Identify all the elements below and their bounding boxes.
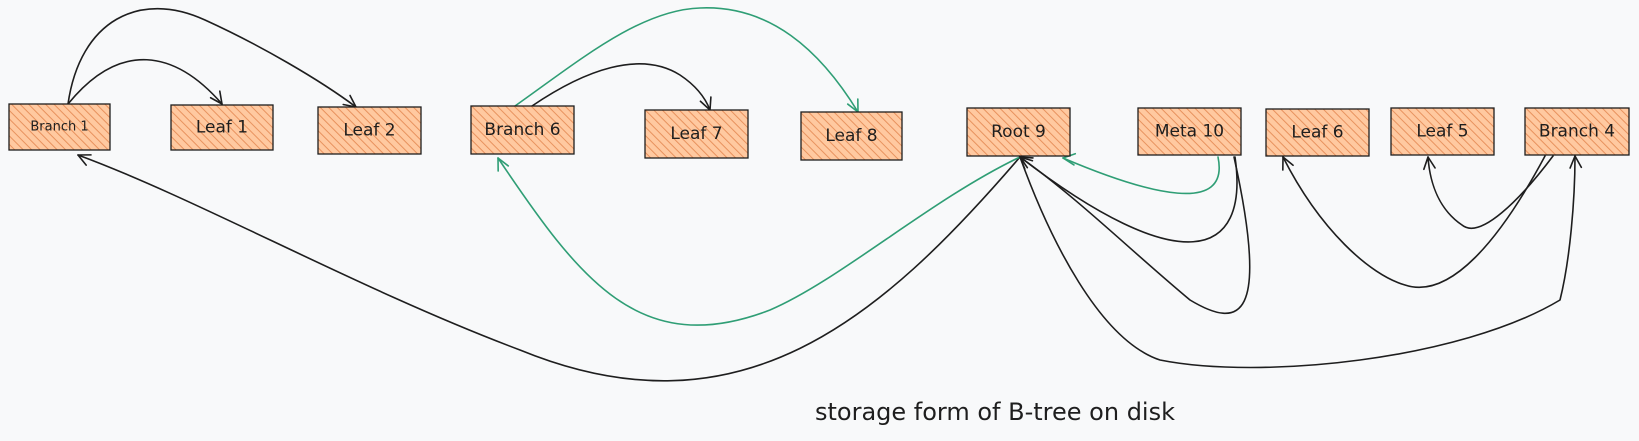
- edge-line: [1282, 155, 1546, 288]
- edge-root-9-to-branch-1: [77, 154, 1021, 382]
- edge-line: [1019, 155, 1576, 369]
- node-label: Leaf 5: [1416, 122, 1468, 142]
- edge-branch-4-to-leaf-6: [1282, 155, 1546, 288]
- node-label: Leaf 1: [196, 118, 248, 138]
- edge-branch-6-to-leaf-7: [531, 63, 712, 111]
- edge-line: [1019, 156, 1238, 243]
- arrowhead: [1019, 156, 1034, 170]
- edge-branch-4-to-leaf-5: [1423, 155, 1554, 229]
- arrowhead: [209, 90, 223, 105]
- node-box: [8, 103, 111, 151]
- node-leaf-8: Leaf 8: [800, 111, 903, 161]
- node-meta-10: Meta 10: [1137, 107, 1242, 156]
- edges-layer: [67, 7, 1583, 382]
- edge-line: [67, 7, 357, 108]
- edge-line: [531, 63, 711, 111]
- edge-meta-10-to-root-9: [1019, 156, 1251, 315]
- edge-root-9-to-branch-6: [497, 156, 1021, 326]
- node-box: [644, 109, 749, 159]
- edge-line: [67, 58, 223, 105]
- arrowhead: [1282, 156, 1294, 171]
- node-leaf-5: Leaf 5: [1390, 107, 1495, 156]
- arrowhead: [497, 157, 510, 172]
- node-label: Branch 6: [484, 120, 560, 140]
- node-leaf-6: Leaf 6: [1265, 108, 1370, 157]
- edge-line: [1019, 156, 1251, 315]
- edge-line: [1062, 156, 1220, 195]
- arrowhead: [846, 98, 859, 113]
- node-branch-1: Branch 1: [8, 103, 111, 151]
- node-root-9: Root 9: [966, 107, 1071, 157]
- node-box: [800, 111, 903, 161]
- node-label: Root 9: [991, 122, 1046, 142]
- arrowhead: [1062, 152, 1077, 166]
- node-box: [317, 106, 422, 155]
- node-label: Leaf 2: [343, 121, 395, 141]
- node-leaf-7: Leaf 7: [644, 109, 749, 159]
- node-label: Meta 10: [1155, 122, 1224, 142]
- node-box: [1390, 107, 1495, 156]
- node-label: Branch 4: [1539, 122, 1615, 142]
- edge-line: [1427, 155, 1554, 229]
- node-box: [966, 107, 1071, 157]
- edge-line: [497, 156, 1021, 326]
- nodes-layer: Branch 1 Leaf 1 Leaf 2 Branch 6 Leaf 7 Leaf 8…: [8, 103, 1630, 161]
- edge-line: [77, 154, 1021, 382]
- edge-branch-6-to-leaf-8: [514, 7, 859, 113]
- node-leaf-1: Leaf 1: [170, 104, 274, 151]
- node-label: Leaf 7: [670, 124, 722, 144]
- arrowhead: [77, 154, 92, 166]
- node-label: Leaf 8: [825, 126, 877, 146]
- node-box: [1137, 107, 1242, 156]
- node-box: [170, 104, 274, 151]
- edge-branch-1-to-leaf-1: [67, 58, 223, 105]
- arrowhead: [1569, 155, 1583, 169]
- arrowhead: [1423, 156, 1436, 171]
- node-leaf-2: Leaf 2: [317, 106, 422, 155]
- edge-meta-10-to-root-9: [1062, 152, 1220, 195]
- node-box: [470, 105, 575, 155]
- edge-line: [514, 7, 859, 113]
- node-branch-6: Branch 6: [470, 105, 575, 155]
- edge-root-9-to-branch-4: [1019, 155, 1583, 369]
- diagram-caption: storage form of B-tree on disk: [815, 398, 1175, 426]
- node-box: [1524, 107, 1630, 156]
- node-label: Leaf 6: [1291, 123, 1343, 143]
- node-branch-4: Branch 4: [1524, 107, 1630, 156]
- node-box: [1265, 108, 1370, 157]
- edge-meta-10-to-root-9: [1019, 156, 1238, 243]
- node-label: Branch 1: [30, 120, 88, 135]
